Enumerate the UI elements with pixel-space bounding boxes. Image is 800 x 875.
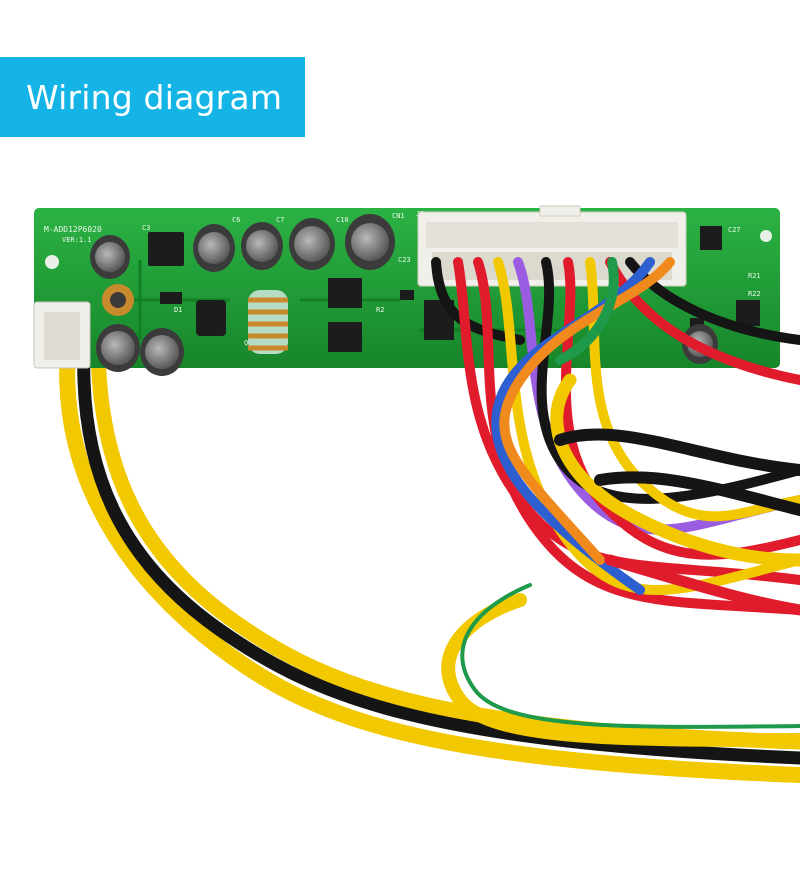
svg-text:R2: R2: [376, 306, 384, 314]
svg-text:C10: C10: [336, 216, 349, 224]
svg-text:C6: C6: [232, 216, 240, 224]
svg-text:R22: R22: [748, 290, 761, 298]
svg-text:C3: C3: [142, 224, 150, 232]
input-connector: [33, 301, 91, 369]
version-label: VER:1.1: [62, 236, 92, 244]
svg-text:R21: R21: [748, 272, 761, 280]
svg-text:CN1: CN1: [392, 212, 405, 220]
capacitors: [90, 214, 718, 376]
input-cable: [59, 342, 800, 783]
svg-text:C7: C7: [276, 216, 284, 224]
svg-text:C23: C23: [398, 256, 411, 264]
inductors: [102, 284, 288, 354]
model-label: M-ADD12P6020: [44, 225, 102, 234]
svg-text:C27: C27: [728, 226, 741, 234]
output-wire-loops: [441, 373, 800, 747]
title-banner: Wiring diagram: [0, 57, 305, 137]
svg-text:D1: D1: [174, 306, 182, 314]
title-text: Wiring diagram: [26, 77, 283, 117]
